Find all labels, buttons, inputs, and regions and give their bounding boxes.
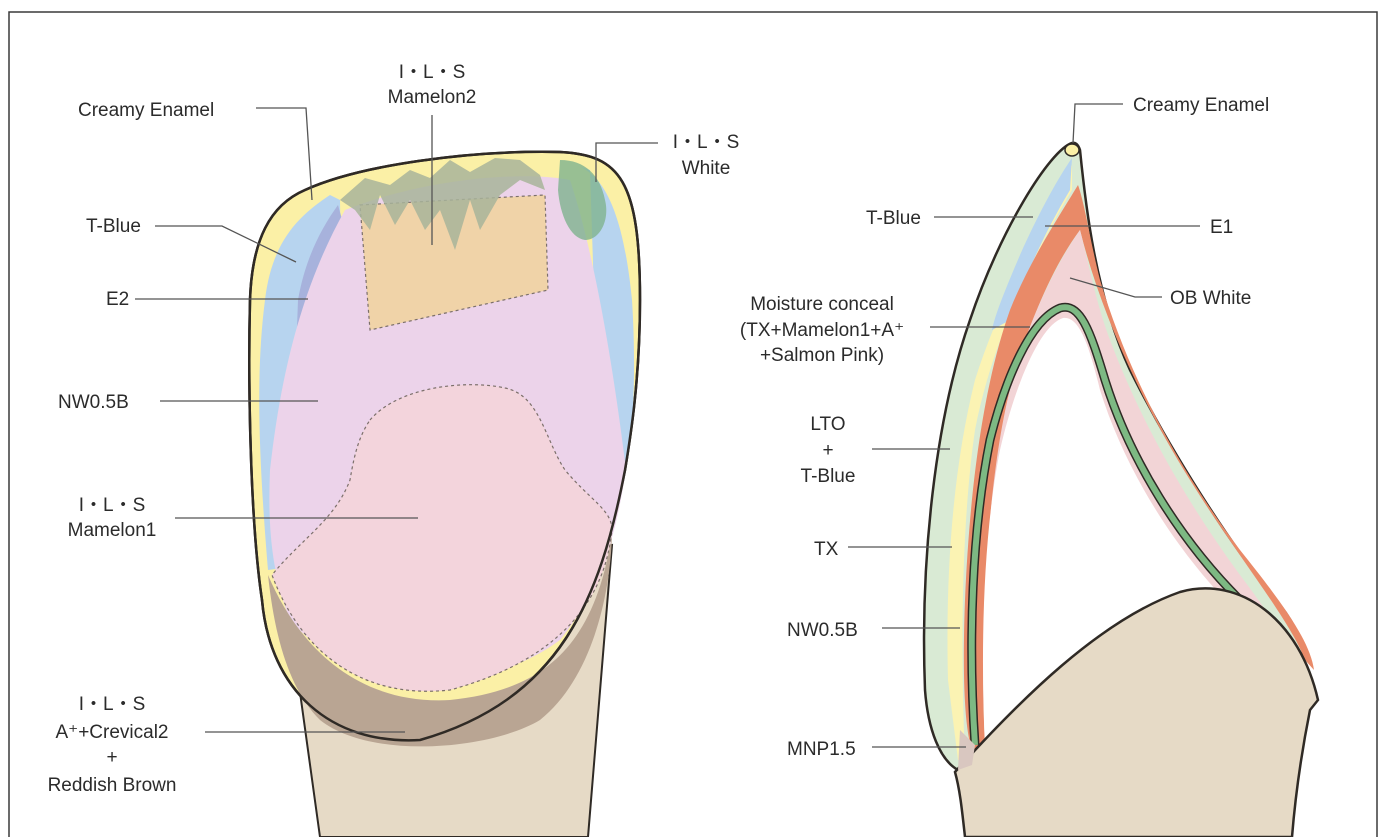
label-right-lto-line3: T-Blue [801,466,856,487]
label-right-lto-line1: LTO [810,414,845,435]
label-left-mamelon2-line2: Mamelon2 [388,87,477,108]
label-right-t-blue: T-Blue [866,208,921,229]
label-left-cervical-line3: + [106,747,117,768]
right-creamy-enamel-tip [1065,144,1079,156]
label-left-white-line2: White [682,158,731,179]
label-left-cervical-line1: I・L・S [79,694,146,715]
label-left-cervical-line4: Reddish Brown [48,775,177,796]
labial-view-tooth [249,152,640,837]
label-right-creamy-enamel: Creamy Enamel [1133,95,1269,116]
label-right-tx: TX [814,539,839,560]
label-right-moisture-line1: Moisture conceal [750,294,894,315]
label-right-e1: E1 [1210,217,1233,238]
label-left-creamy-enamel: Creamy Enamel [78,100,214,121]
label-right-nw05b: NW0.5B [787,620,858,641]
label-right-moisture-line2: (TX+Mamelon1+A⁺ [740,320,904,341]
label-left-mamelon2-line1: I・L・S [399,62,466,83]
label-left-nw05b: NW0.5B [58,392,129,413]
label-left-mamelon1-line1: I・L・S [79,495,146,516]
label-right-ob-white: OB White [1170,288,1251,309]
label-left-mamelon1-line2: Mamelon1 [68,520,157,541]
label-right-lto-line2: + [822,440,833,461]
label-left-white-line1: I・L・S [673,132,740,153]
label-left-t-blue: T-Blue [86,216,141,237]
label-left-e2: E2 [106,289,129,310]
label-right-moisture-line3: +Salmon Pink) [760,345,884,366]
label-left-cervical-line2: A⁺+Crevical2 [56,722,169,743]
label-right-mnp15: MNP1.5 [787,739,856,760]
